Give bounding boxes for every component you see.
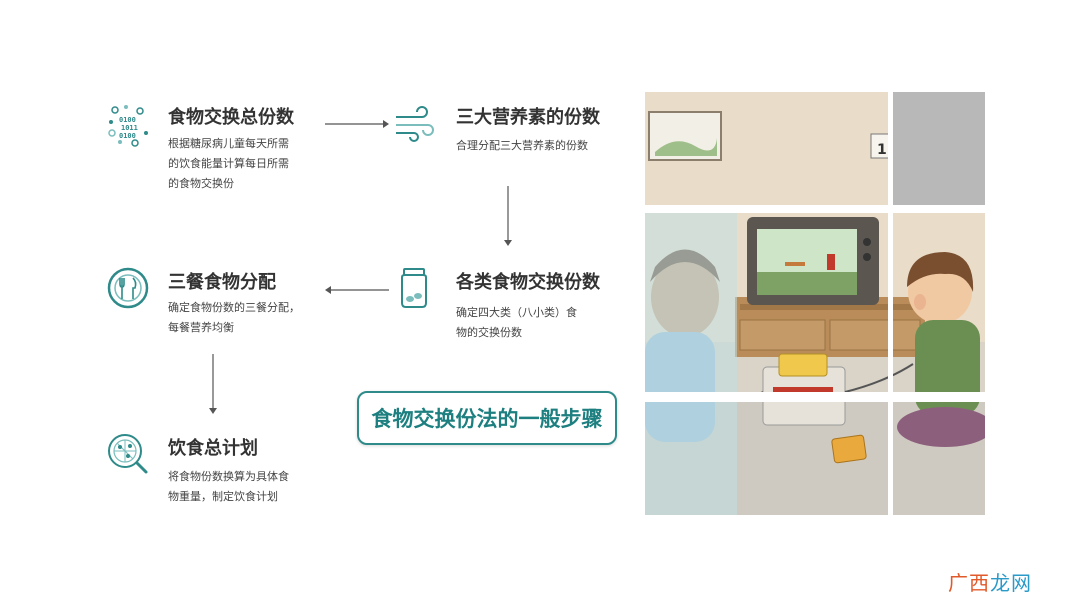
step-desc-total-portions: 根据糖尿病儿童每天所需 的饮食能量计算每日所需 的食物交换份 [168,137,289,190]
arrow-right-icon [325,120,389,128]
svg-text:1: 1 [877,142,887,158]
arrow-down-icon [209,354,217,414]
watermark-part2: 龙网 [990,571,1032,595]
step-desc-meal-distribution: 确定食物份数的三餐分配， 每餐营养均衡 [168,301,300,334]
arrow-down-icon [504,186,512,246]
step-title-meal-distribution: 三餐食物分配 [168,272,276,293]
step-title-total-portions: 食物交换总份数 [168,107,294,128]
plate-utensils-icon [106,266,150,310]
svg-text:1011: 1011 [121,124,138,132]
step-desc-macronutrients: 合理分配三大营养素的份数 [456,139,588,152]
pizza-magnifier-icon [106,432,150,476]
watermark-logo: 广西龙网 [948,567,1032,596]
step-title-macronutrients: 三大营养素的份数 [456,107,600,128]
watermark-part1: 广西 [948,571,990,595]
steps-callout-title: 食物交换份法的一般步骤 [357,391,617,445]
svg-text:0100: 0100 [119,132,136,140]
step-desc-food-categories: 确定四大类（八小类）食 物的交换份数 [456,306,577,339]
step-title-food-categories: 各类食物交换份数 [456,272,600,293]
wind-lines-icon [392,103,436,147]
step-desc-diet-plan: 将食物份数换算为具体食 物重量，制定饮食计划 [168,470,289,503]
jar-icon [392,266,436,310]
svg-text:0100: 0100 [119,116,136,124]
arrow-left-icon [325,286,389,294]
step-title-diet-plan: 饮食总计划 [168,438,258,459]
binary-network-icon: 0100 1011 0100 [106,103,150,147]
illustration-children-playing-game: 1 [645,92,985,515]
